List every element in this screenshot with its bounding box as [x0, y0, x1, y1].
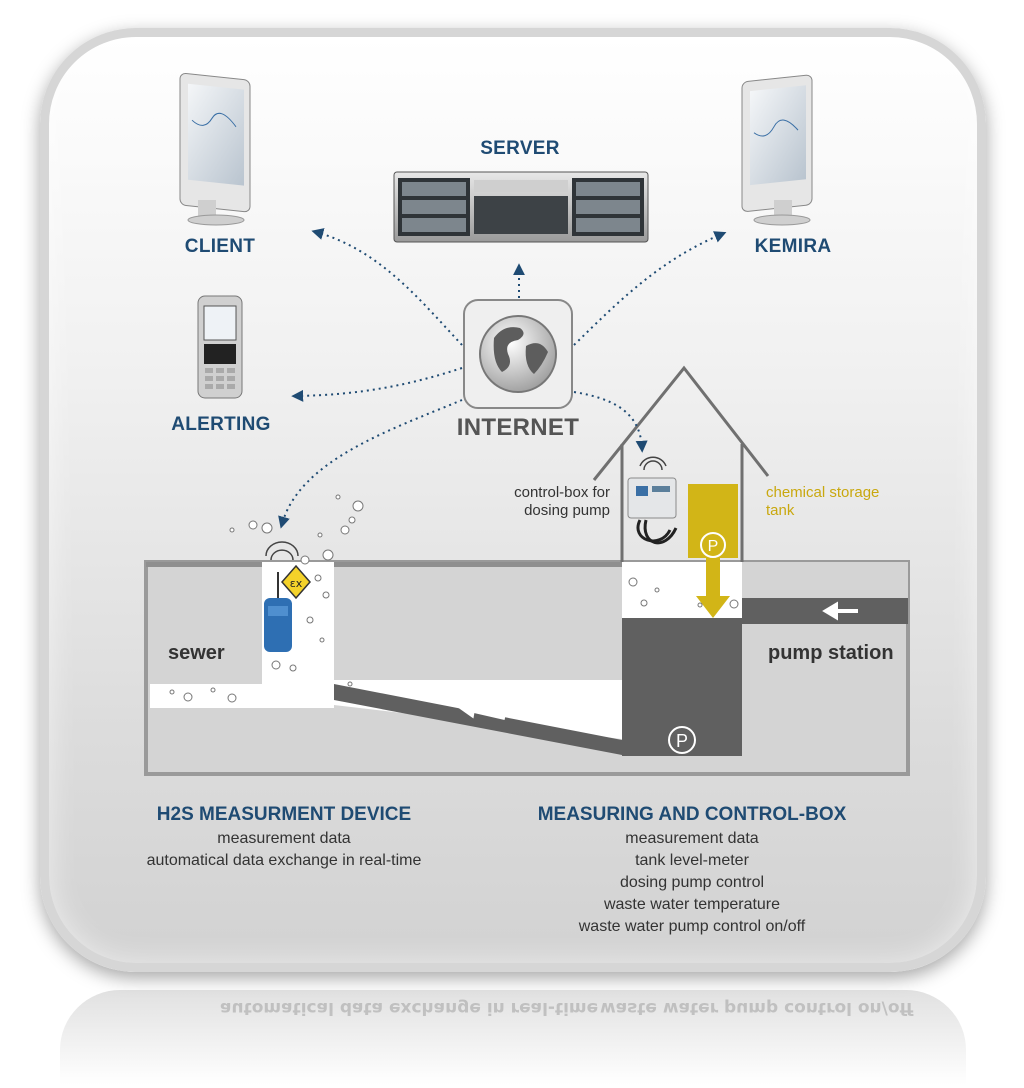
- gas-bubbles: [169, 494, 739, 703]
- control-box-info: MEASURING AND CONTROL-BOX measurement da…: [520, 804, 864, 938]
- control-box-item: waste water pump control on/off: [578, 918, 806, 935]
- control-box-item: measurement data: [625, 830, 759, 847]
- chemical-storage-tank: P: [688, 484, 738, 618]
- h2s-sensor-device: εx: [264, 541, 311, 652]
- flow-arrow-left: [457, 699, 506, 720]
- sewer-label: sewer: [168, 642, 225, 664]
- server-rack: [393, 171, 649, 243]
- kemira-label: KEMIRA: [754, 236, 832, 257]
- panel-reflection: automatical data exchange in real-time w…: [60, 990, 966, 1085]
- pump-symbol-well: P: [668, 726, 696, 754]
- server-label: SERVER: [480, 138, 560, 159]
- chemical-tank-label-line2: tank: [766, 502, 795, 519]
- tank-pump-text: P: [708, 538, 719, 555]
- chemical-tank-label: chemical storage tank: [766, 484, 906, 520]
- control-box-item: dosing pump control: [619, 874, 765, 891]
- control-box-device: [627, 456, 678, 545]
- flow-arrow-right: [822, 601, 858, 621]
- pump-house: [592, 365, 770, 562]
- control-box-label-line2: dosing pump: [524, 502, 610, 519]
- link-kemira: [573, 231, 727, 346]
- h2s-item: measurement data: [217, 830, 351, 847]
- client-monitor: [179, 73, 251, 226]
- pump-symbol-text: P: [676, 731, 688, 751]
- svg-text:εx: εx: [290, 577, 303, 590]
- kemira-monitor: [741, 74, 813, 226]
- h2s-device-info: H2S MEASURMENT DEVICE measurement data a…: [104, 804, 464, 872]
- chemical-tank-label-line1: chemical storage: [766, 484, 880, 501]
- control-box-label-line1: control-box for: [514, 484, 610, 501]
- h2s-device-title: H2S MEASURMENT DEVICE: [156, 804, 412, 825]
- control-box-item: tank level-meter: [635, 852, 749, 869]
- pump-station-label: pump station: [768, 642, 894, 664]
- sewer-ground: [144, 560, 910, 776]
- link-client: [311, 228, 463, 346]
- link-h2s: [278, 399, 463, 529]
- internet-label: INTERNET: [456, 414, 580, 441]
- control-box-item: waste water temperature: [603, 896, 781, 913]
- alerting-label: ALERTING: [171, 414, 271, 435]
- alerting-phone: [197, 295, 243, 399]
- control-box-info-title: MEASURING AND CONTROL-BOX: [537, 804, 847, 825]
- client-label: CLIENT: [184, 236, 256, 257]
- h2s-item: automatical data exchange in real-time: [146, 852, 422, 869]
- link-alerting: [291, 367, 463, 402]
- link-control-box: [573, 391, 648, 453]
- control-box-label: control-box for dosing pump: [480, 484, 610, 520]
- network-connections: [278, 228, 727, 529]
- internet-globe-icon: [463, 299, 573, 409]
